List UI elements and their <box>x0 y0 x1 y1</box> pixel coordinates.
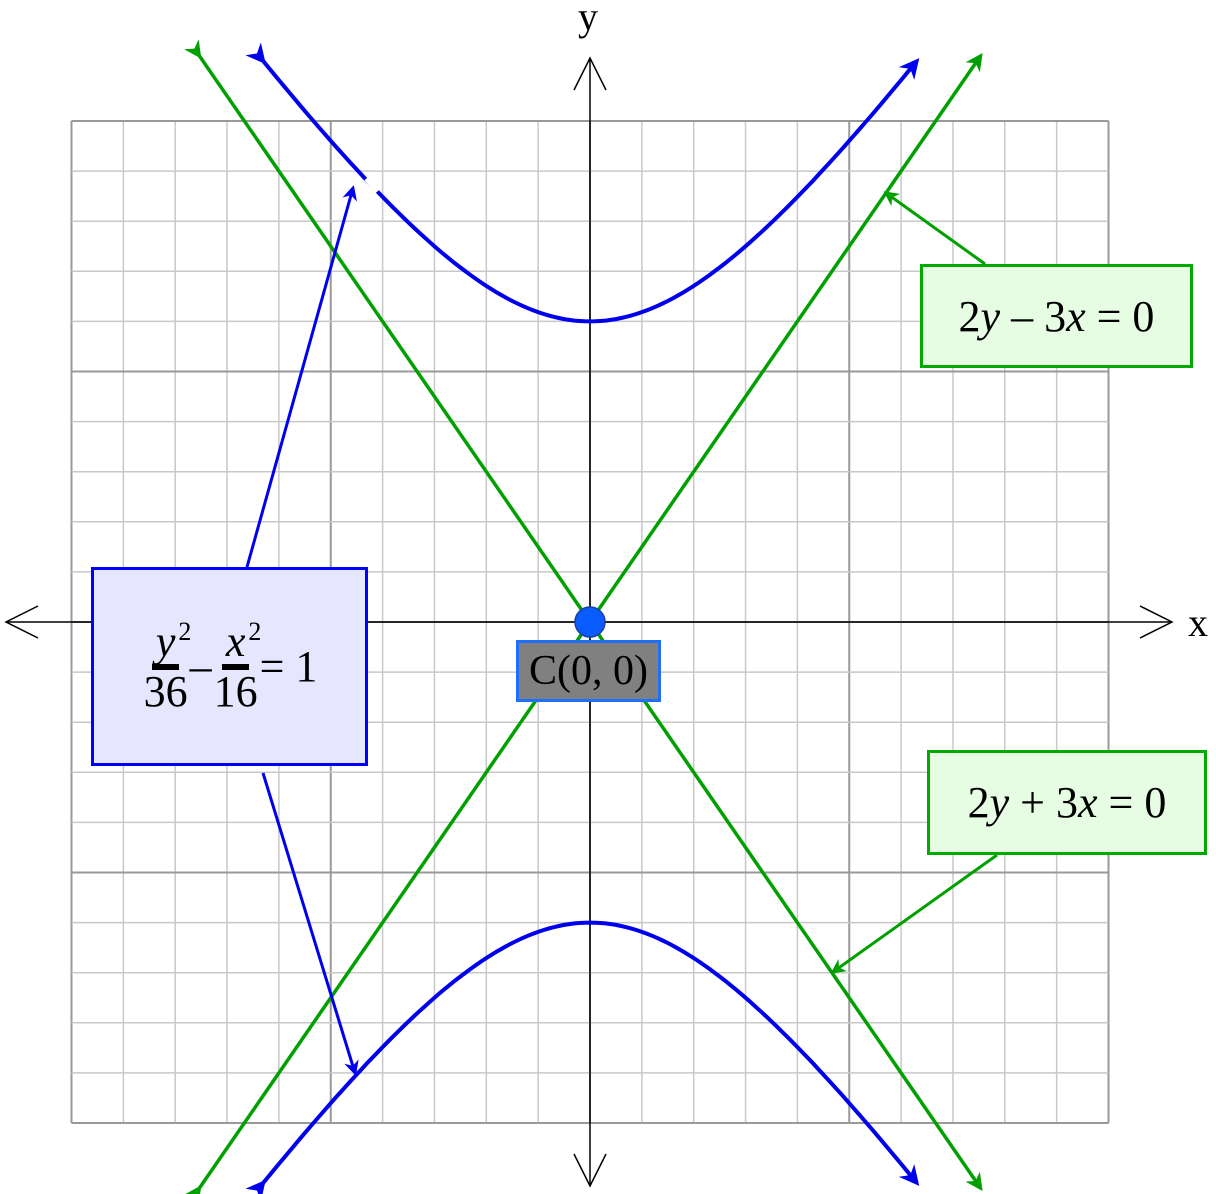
hyperbola-lower-branch <box>245 920 920 1194</box>
denominator-16: 16 <box>213 666 258 716</box>
numerator-x: x <box>225 616 246 666</box>
asymptote-pointer-positive <box>883 191 986 266</box>
coefficient: 2 <box>958 291 981 341</box>
rhs: = 0 <box>1085 291 1155 341</box>
operator: – 3 <box>1000 291 1067 341</box>
x-axis-label: x <box>1188 600 1208 645</box>
exponent: 2 <box>248 616 262 646</box>
x-axis-arrow-left <box>4 605 39 639</box>
variable-x: x <box>1066 291 1086 341</box>
operator: + 3 <box>1009 778 1078 827</box>
center-point <box>574 606 606 638</box>
hyperbola-pointer-upper <box>245 185 357 568</box>
y-axis-label: y <box>578 0 598 39</box>
exponent: 2 <box>178 616 192 646</box>
denominator-36: 36 <box>143 666 188 716</box>
variable-y: y <box>989 778 1010 827</box>
variable-x: x <box>1078 778 1098 827</box>
center-label: C(0, 0) <box>516 640 661 702</box>
coefficient: 2 <box>967 778 990 827</box>
variable-y: y <box>980 291 1001 341</box>
rhs: = 0 <box>1097 778 1167 827</box>
numerator-y: y <box>155 616 176 666</box>
minus-sign: – <box>189 642 212 691</box>
hyperbola-pointer-lower <box>261 772 359 1076</box>
pointer-gap <box>364 175 381 194</box>
rhs: = 1 <box>259 642 318 691</box>
asymptote-pointer-negative <box>830 853 998 974</box>
x-axis-arrow-right <box>1139 605 1174 639</box>
